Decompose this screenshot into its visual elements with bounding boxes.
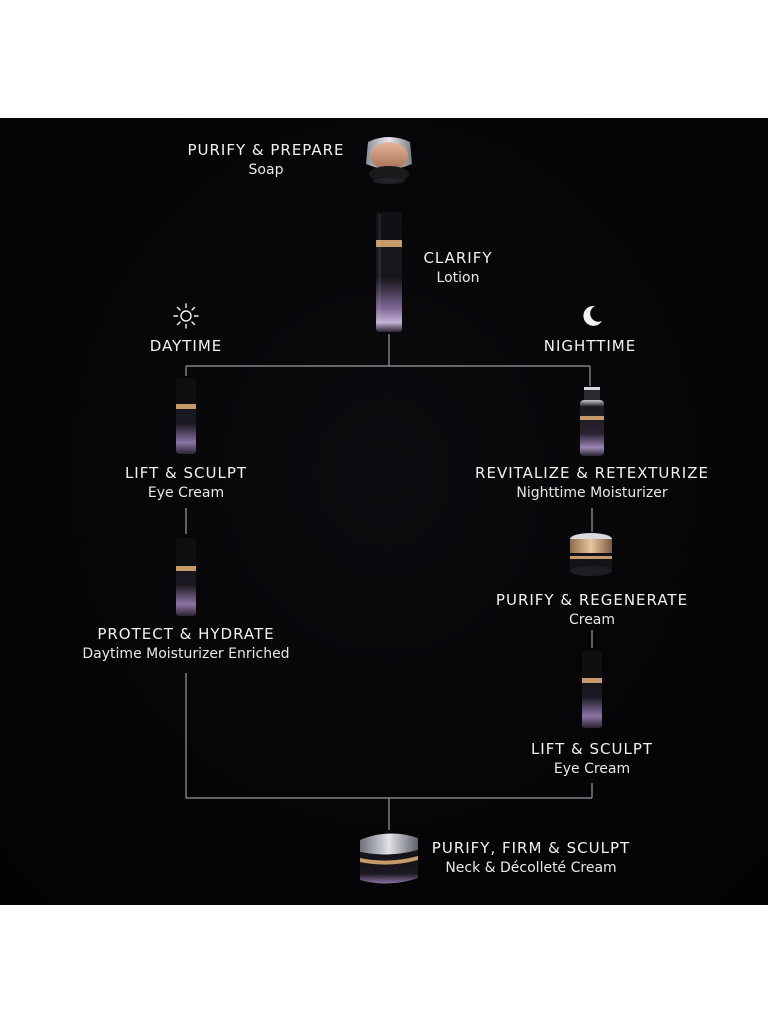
step-subtitle: Lotion <box>436 270 480 286</box>
branch-title: DAYTIME <box>149 337 223 355</box>
step-day-moist-label: PROTECT & HYDRATE Daytime Moisturizer En… <box>66 624 306 664</box>
step-soap-label: PURIFY & PREPARE Soap <box>176 140 356 180</box>
night-cream-jar-image <box>570 533 612 576</box>
soap-jar-image <box>366 137 412 184</box>
step-title: REVITALIZE & RETEXTURIZE <box>475 464 709 482</box>
routine-connectors <box>185 334 593 830</box>
step-subtitle: Eye Cream <box>147 485 225 501</box>
lotion-bottle-image <box>376 212 402 332</box>
step-subtitle: Cream <box>568 612 616 628</box>
step-title: PROTECT & HYDRATE <box>97 625 275 643</box>
step-subtitle: Nighttime Moisturizer <box>516 485 668 501</box>
step-subtitle: Eye Cream <box>553 761 631 777</box>
step-title: LIFT & SCULPT <box>124 464 248 482</box>
step-title: LIFT & SCULPT <box>530 740 654 758</box>
step-title: PURIFY, FIRM & SCULPT <box>431 839 631 857</box>
step-title: PURIFY & PREPARE <box>187 141 345 159</box>
branch-title: NIGHTTIME <box>543 337 637 355</box>
step-day-eye-label: LIFT & SCULPT Eye Cream <box>96 463 276 503</box>
step-night-eye-label: LIFT & SCULPT Eye Cream <box>502 739 682 779</box>
step-title: CLARIFY <box>423 249 493 267</box>
branch-day-label: DAYTIME <box>126 336 246 356</box>
neck-cream-jar-image <box>360 833 418 884</box>
step-subtitle: Soap <box>248 162 284 178</box>
routine-diagram-panel: PURIFY & PREPARE Soap CLARIFY Lotion <box>0 118 768 905</box>
step-subtitle: Daytime Moisturizer Enriched <box>82 646 290 662</box>
step-night-moist-label: REVITALIZE & RETEXTURIZE Nighttime Moist… <box>472 463 712 503</box>
branch-night-label: NIGHTTIME <box>530 336 650 356</box>
night-moisturizer-image <box>580 387 604 456</box>
night-eye-cream-image <box>582 650 602 728</box>
sun-icon <box>173 303 199 329</box>
moon-icon <box>583 305 602 326</box>
step-subtitle: Neck & Décolleté Cream <box>445 860 617 876</box>
step-neck-label: PURIFY, FIRM & SCULPT Neck & Décolleté C… <box>426 838 636 878</box>
step-night-cream-label: PURIFY & REGENERATE Cream <box>482 590 702 630</box>
step-title: PURIFY & REGENERATE <box>495 591 689 609</box>
day-moisturizer-image <box>176 538 196 616</box>
day-eye-cream-image <box>176 378 196 454</box>
step-lotion-label: CLARIFY Lotion <box>408 248 508 288</box>
